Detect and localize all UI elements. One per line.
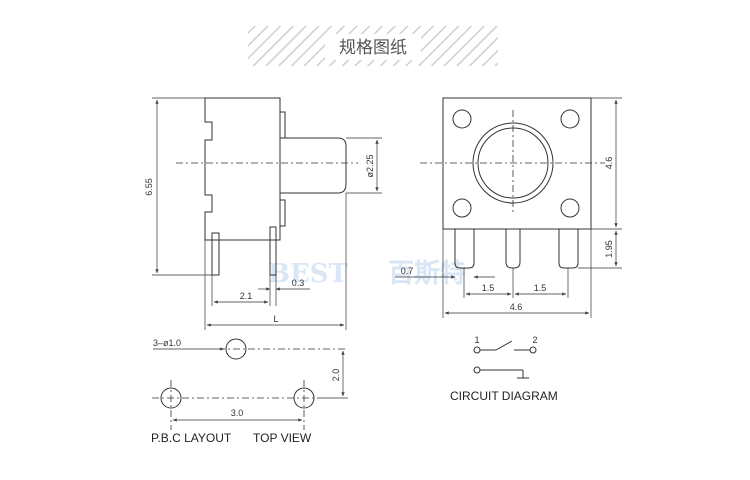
side-view-left-pin [211,232,220,276]
circuit-terminal-ground [473,366,481,374]
front-view-corner-hole-tr [560,109,580,129]
pin-offset-label: 2.1 [240,291,253,301]
front-view-corner-hole-tl [452,109,472,129]
side-view-right-pin [269,226,277,276]
circuit-diagram [473,340,537,379]
horizontal-label: 3.0 [231,408,244,418]
front-view-corner-hole-bl [452,198,472,218]
length-label: L [273,314,278,324]
circuit-diagram-caption: CIRCUIT DIAGRAM [450,389,558,403]
vertical-label: 2.0 [331,369,341,382]
pitch-right-label: 1.5 [534,283,547,293]
pcb-hole-left [160,387,182,409]
side-view [152,97,382,330]
front-view-right-pin [558,229,579,269]
watermark: BEST 百斯特 [268,258,466,289]
top-view-caption: TOP VIEW [253,431,312,445]
front-view [395,97,622,318]
pcb-layout [152,338,348,430]
pin-thickness-label: 0.3 [292,278,305,288]
pcb-layout-caption: P.B.C LAYOUT [151,431,232,445]
circuit-pin1-label: 1 [474,335,479,345]
pcb-hole-top [225,338,247,360]
header-banner: 规格图纸 [248,26,498,66]
front-view-center-pin [505,229,521,269]
header-title-background [325,34,421,60]
side-view-upper-tab [279,111,286,139]
height-label: 6.55 [144,178,154,196]
side-view-shaft [280,137,347,194]
side-view-lower-tab [279,199,286,227]
front-view-left-pin [454,229,475,269]
pin-width-label: 0.7 [401,266,414,276]
pitch-left-label: 1.5 [482,283,495,293]
body-height-label: 4.6 [604,157,614,170]
hole-label: 3–ø1.0 [153,338,181,348]
watermark-cjk: 百斯特 [388,258,466,289]
circuit-terminal-1 [473,346,481,354]
side-view-body [204,97,281,241]
front-view-corner-hole-br [560,198,580,218]
shaft-diameter-label: ø2.25 [365,154,375,177]
watermark-latin: BEST [268,259,349,289]
pin-height-label: 1.95 [604,240,614,258]
circuit-switch-lever [495,340,513,351]
circuit-terminal-2 [529,346,537,354]
header-title: 规格图纸 [339,38,407,58]
front-view-body [442,97,592,230]
width-label: 4.6 [510,302,523,312]
circuit-pin2-label: 2 [532,335,537,345]
